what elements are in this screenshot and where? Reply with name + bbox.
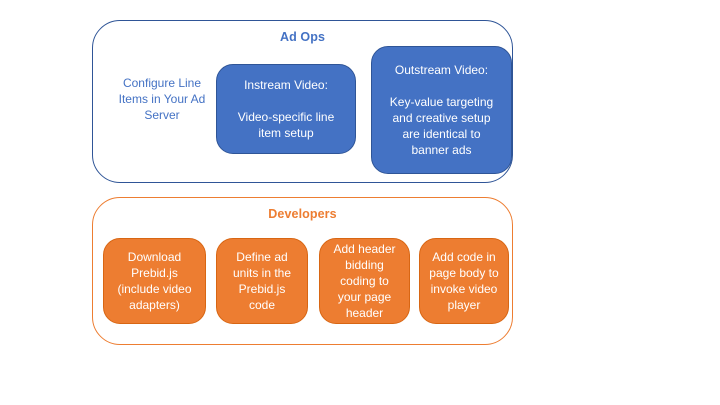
instream-video-box: Instream Video: Video-specific line item… <box>216 64 356 154</box>
add-header-bidding-box: Add header bidding coding to your page h… <box>319 238 410 324</box>
outstream-video-box: Outstream Video: Key-value targeting and… <box>371 46 512 174</box>
ad-ops-panel-title: Ad Ops <box>279 30 326 44</box>
developers-panel-title: Developers <box>268 207 337 221</box>
define-ad-units-box: Define ad units in the Prebid.js code <box>216 238 308 324</box>
configure-line-items-note: Configure Line Items in Your Ad Server <box>118 76 206 122</box>
add-page-body-code-box: Add code in page body to invoke video pl… <box>419 238 509 324</box>
developers-panel: Developers Download Prebid.js (include v… <box>92 197 513 345</box>
download-prebid-box: Download Prebid.js (include video adapte… <box>103 238 206 324</box>
ad-ops-panel: Ad Ops Configure Line Items in Your Ad S… <box>92 20 513 183</box>
